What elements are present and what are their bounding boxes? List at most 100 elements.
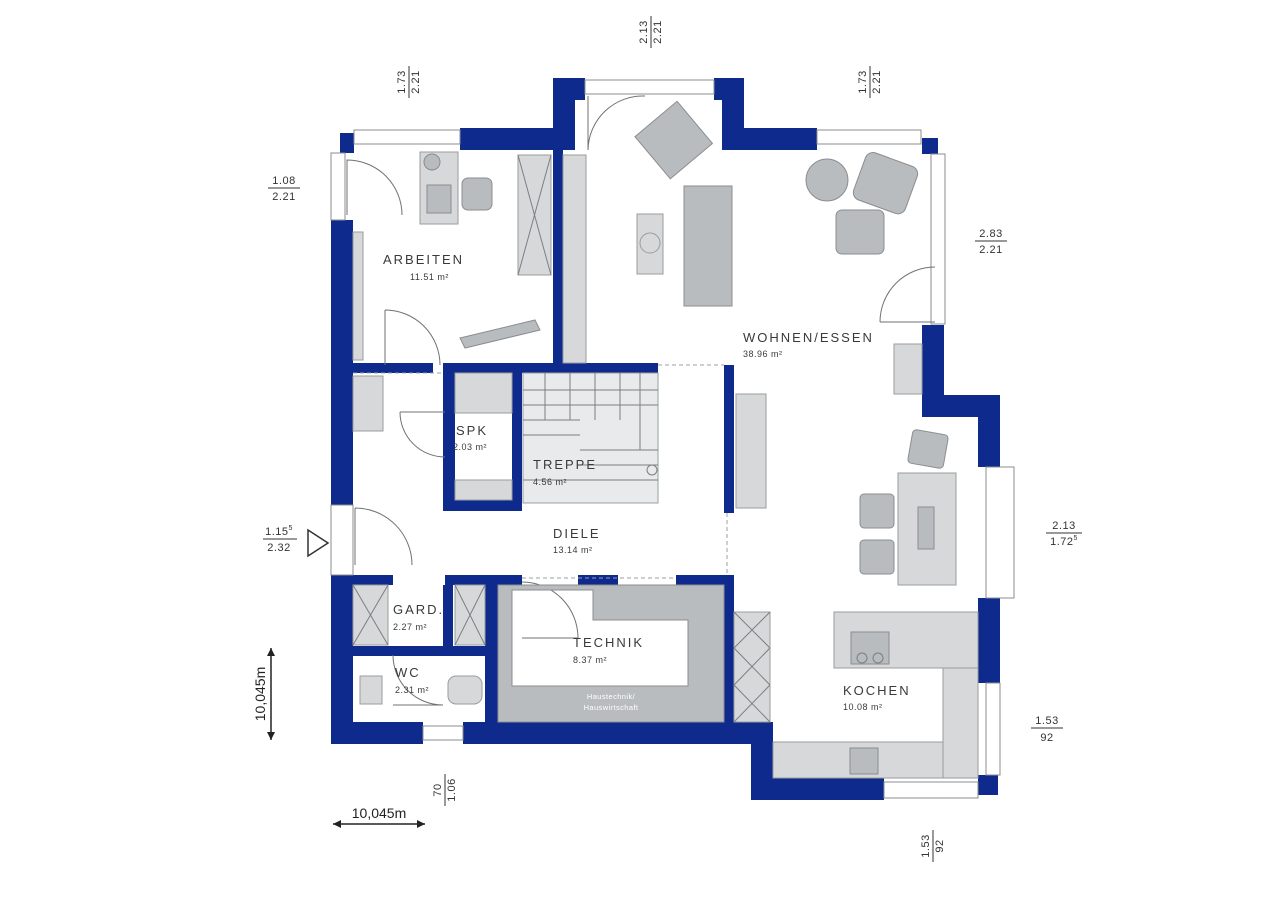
window-bay-top bbox=[584, 79, 715, 95]
svg-text:2.83: 2.83 bbox=[979, 228, 1002, 240]
walls bbox=[331, 78, 1000, 800]
dim-left-upper: 1.08 2.21 bbox=[268, 175, 300, 203]
window-arbeiten-left bbox=[330, 152, 346, 221]
kitchen-counter-right bbox=[942, 667, 979, 779]
wall-right-upper bbox=[922, 325, 944, 415]
door-spk bbox=[399, 411, 446, 458]
cabinet-column bbox=[562, 154, 587, 364]
svg-text:2.21: 2.21 bbox=[410, 70, 422, 93]
windows bbox=[330, 79, 1015, 799]
wall-tech-right bbox=[724, 575, 734, 725]
dim-bottom-left: 70 1.06 bbox=[432, 774, 458, 806]
wall-top-left bbox=[460, 128, 570, 150]
wall-right-mid-a bbox=[978, 395, 1000, 467]
room-area-spk: 2.03 m² bbox=[453, 442, 487, 452]
wall-left-upper bbox=[331, 220, 353, 505]
door-bay-left bbox=[587, 95, 646, 151]
wall-arbeiten-right bbox=[553, 150, 563, 365]
room-name-spk: SPK bbox=[456, 423, 488, 438]
room-area-technik: 8.37 m² bbox=[573, 655, 607, 665]
dim-bottom-right: 1.53 92 bbox=[920, 830, 946, 862]
svg-text:1.06: 1.06 bbox=[446, 778, 458, 801]
wall-arbeiten-bottom bbox=[353, 363, 433, 373]
room-name-wohnen: WOHNEN/ESSEN bbox=[743, 330, 874, 345]
treadmill bbox=[459, 319, 541, 349]
svg-text:1.73: 1.73 bbox=[857, 70, 869, 93]
wall-gard-top-a bbox=[353, 575, 393, 585]
wall-corner-tl bbox=[340, 133, 354, 153]
room-area-diele: 13.14 m² bbox=[553, 545, 593, 555]
svg-text:2.21: 2.21 bbox=[871, 70, 883, 93]
room-name-treppe: TREPPE bbox=[533, 457, 597, 472]
room-area-kochen: 10.08 m² bbox=[843, 702, 883, 712]
kitchen-sink-icon bbox=[849, 747, 879, 775]
technik-note-line2: Hauswirtschaft bbox=[584, 703, 639, 712]
dim-top-center: 2.13 2.21 bbox=[638, 16, 664, 48]
room-name-diele: DIELE bbox=[553, 526, 601, 541]
dim-right-upper: 2.83 2.21 bbox=[975, 228, 1007, 256]
window-kochen-bottom bbox=[883, 781, 979, 799]
doors bbox=[346, 95, 936, 706]
svg-text:1.155: 1.155 bbox=[265, 525, 293, 538]
room-name-wc: WC bbox=[395, 665, 421, 680]
lounge-chair bbox=[634, 100, 714, 180]
svg-text:2.21: 2.21 bbox=[652, 20, 664, 43]
dim-left-entry: 1.155 2.32 bbox=[263, 525, 297, 554]
dining-chair-left-b bbox=[859, 539, 895, 575]
wall-spk-left bbox=[443, 373, 455, 511]
svg-text:2.13: 2.13 bbox=[638, 20, 650, 43]
armchair-small bbox=[461, 177, 493, 211]
wall-left-lower bbox=[331, 575, 353, 743]
door-arbeiten bbox=[384, 309, 441, 366]
svg-text:2.21: 2.21 bbox=[272, 191, 295, 203]
wall-diele-right bbox=[724, 365, 734, 513]
svg-text:1.08: 1.08 bbox=[272, 175, 295, 187]
window-kochen-right bbox=[985, 682, 1001, 776]
toilet-icon bbox=[447, 675, 483, 705]
wall-bay-top-left bbox=[553, 78, 585, 100]
window-wc-bottom bbox=[422, 725, 464, 741]
dim-right-middle: 2.13 1.725 bbox=[1046, 520, 1082, 548]
wall-tech-top-b bbox=[676, 575, 734, 585]
technik-counter bbox=[497, 584, 725, 723]
window-essen-right bbox=[985, 466, 1015, 599]
svg-text:1.53: 1.53 bbox=[1035, 715, 1058, 727]
window-dimensions: 2.13 2.21 1.73 2.21 1.73 2.21 1.08 2.21 … bbox=[263, 16, 1082, 862]
entry-arrow-icon bbox=[307, 528, 330, 558]
wall-tech-left bbox=[485, 575, 498, 725]
dining-chair-left-a bbox=[859, 493, 895, 529]
scale-vertical-label: 10,045m bbox=[252, 667, 268, 721]
sofa bbox=[683, 185, 733, 307]
room-name-arbeiten: ARBEITEN bbox=[383, 252, 464, 267]
armchair-right bbox=[852, 152, 919, 215]
wall-gard-top-b bbox=[445, 575, 522, 585]
dim-top-left: 1.73 2.21 bbox=[396, 66, 422, 98]
entry-door-frame bbox=[330, 504, 354, 576]
wall-top-right bbox=[722, 128, 817, 150]
round-table bbox=[805, 158, 849, 202]
bench bbox=[735, 393, 767, 509]
desk-lamp-icon bbox=[423, 153, 441, 171]
window-wohnen-right bbox=[930, 153, 946, 325]
door-arbeiten-window bbox=[346, 159, 403, 216]
sink-icon bbox=[359, 675, 383, 705]
room-name-gard: GARD. bbox=[393, 602, 444, 617]
wall-right-mid-b bbox=[978, 598, 1000, 683]
dining-chair-top bbox=[907, 429, 949, 469]
door-entry bbox=[354, 507, 413, 566]
room-area-wohnen: 38.96 m² bbox=[743, 349, 783, 359]
wall-stair-top bbox=[443, 363, 658, 373]
ottoman bbox=[835, 209, 885, 255]
door-technik bbox=[521, 581, 579, 639]
wall-corner-tr bbox=[922, 138, 938, 154]
svg-text:1.725: 1.725 bbox=[1050, 535, 1078, 548]
dim-right-lower: 1.53 92 bbox=[1031, 715, 1063, 744]
door-wc bbox=[392, 654, 444, 706]
svg-text:1.53: 1.53 bbox=[920, 834, 932, 857]
spk-shelf-bottom bbox=[454, 479, 513, 501]
room-area-wc: 2.31 m² bbox=[395, 685, 429, 695]
wall-spk-bottom bbox=[443, 500, 521, 511]
room-area-gard: 2.27 m² bbox=[393, 622, 427, 632]
svg-text:92: 92 bbox=[934, 839, 946, 852]
